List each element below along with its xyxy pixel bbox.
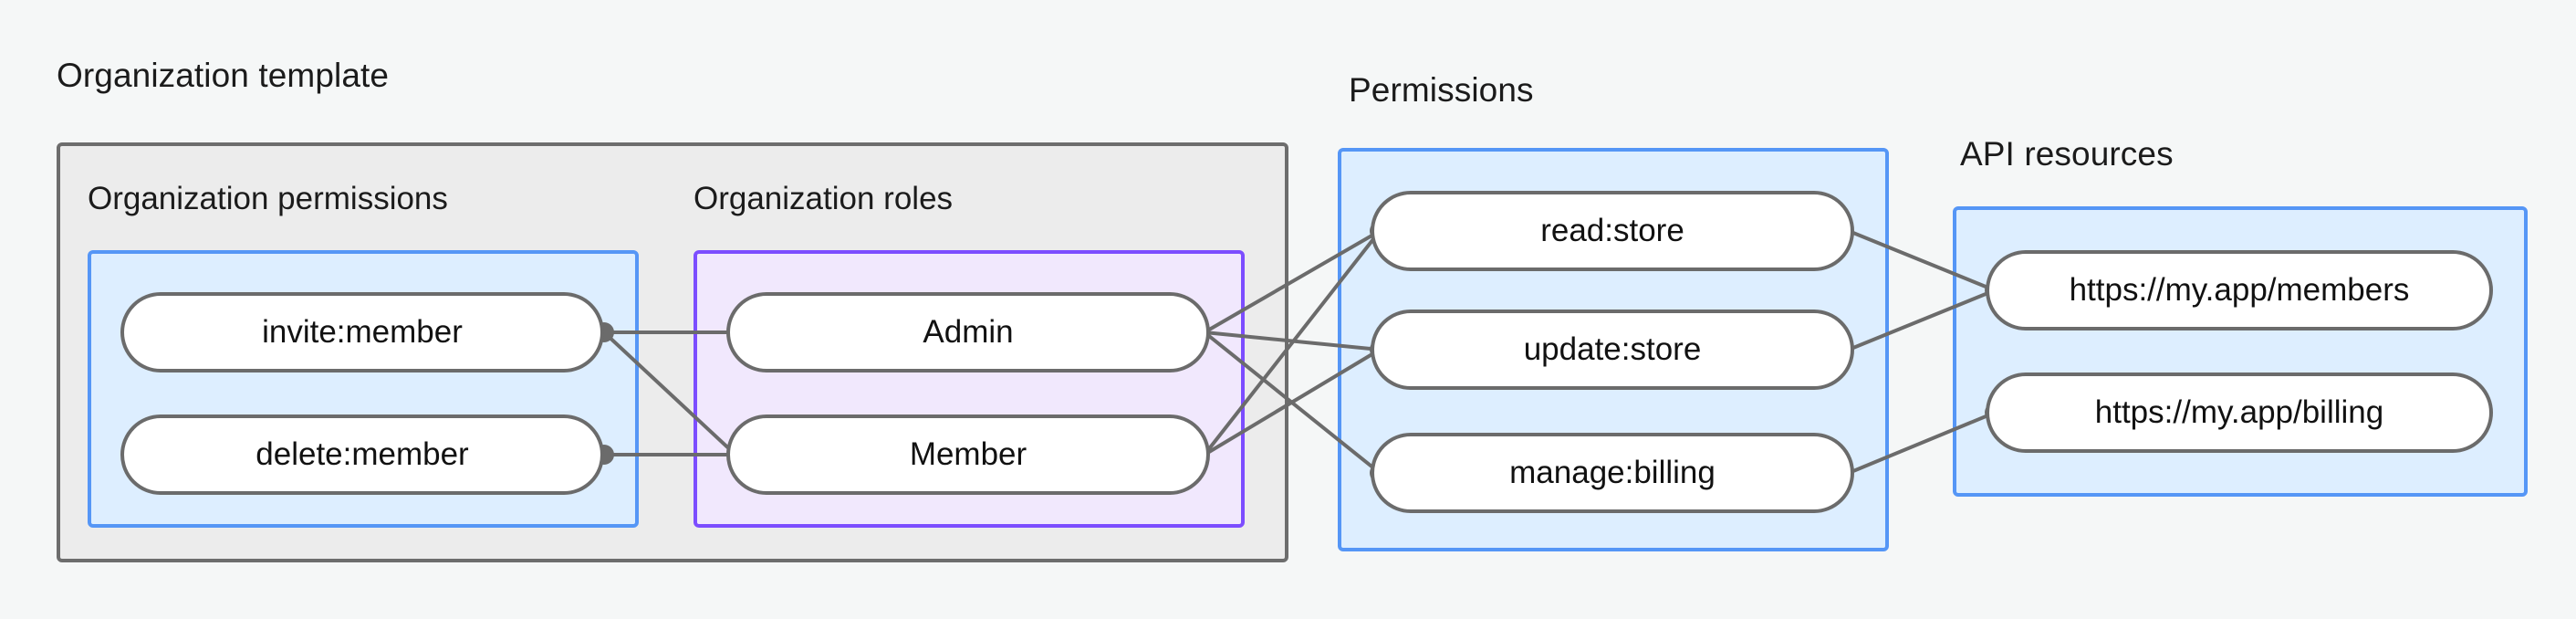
organization-template-label: Organization template [57, 57, 390, 94]
organization-roles-label: Organization roles [694, 181, 954, 216]
node-members-api-resource[interactable]: https://my.app/members [1986, 250, 2493, 330]
node-invite-member[interactable]: invite:member [120, 292, 604, 372]
node-update-store[interactable]: update:store [1371, 310, 1854, 390]
node-billing-api-resource[interactable]: https://my.app/billing [1986, 372, 2493, 453]
node-admin[interactable]: Admin [726, 292, 1210, 372]
api-resources-group-label: API resources [1960, 135, 2174, 173]
node-delete-member[interactable]: delete:member [120, 414, 604, 495]
node-read-store[interactable]: read:store [1371, 191, 1854, 271]
node-member[interactable]: Member [726, 414, 1210, 495]
permissions-group-label: Permissions [1349, 71, 1534, 109]
node-manage-billing[interactable]: manage:billing [1371, 433, 1854, 513]
organization-permissions-label: Organization permissions [88, 181, 448, 216]
